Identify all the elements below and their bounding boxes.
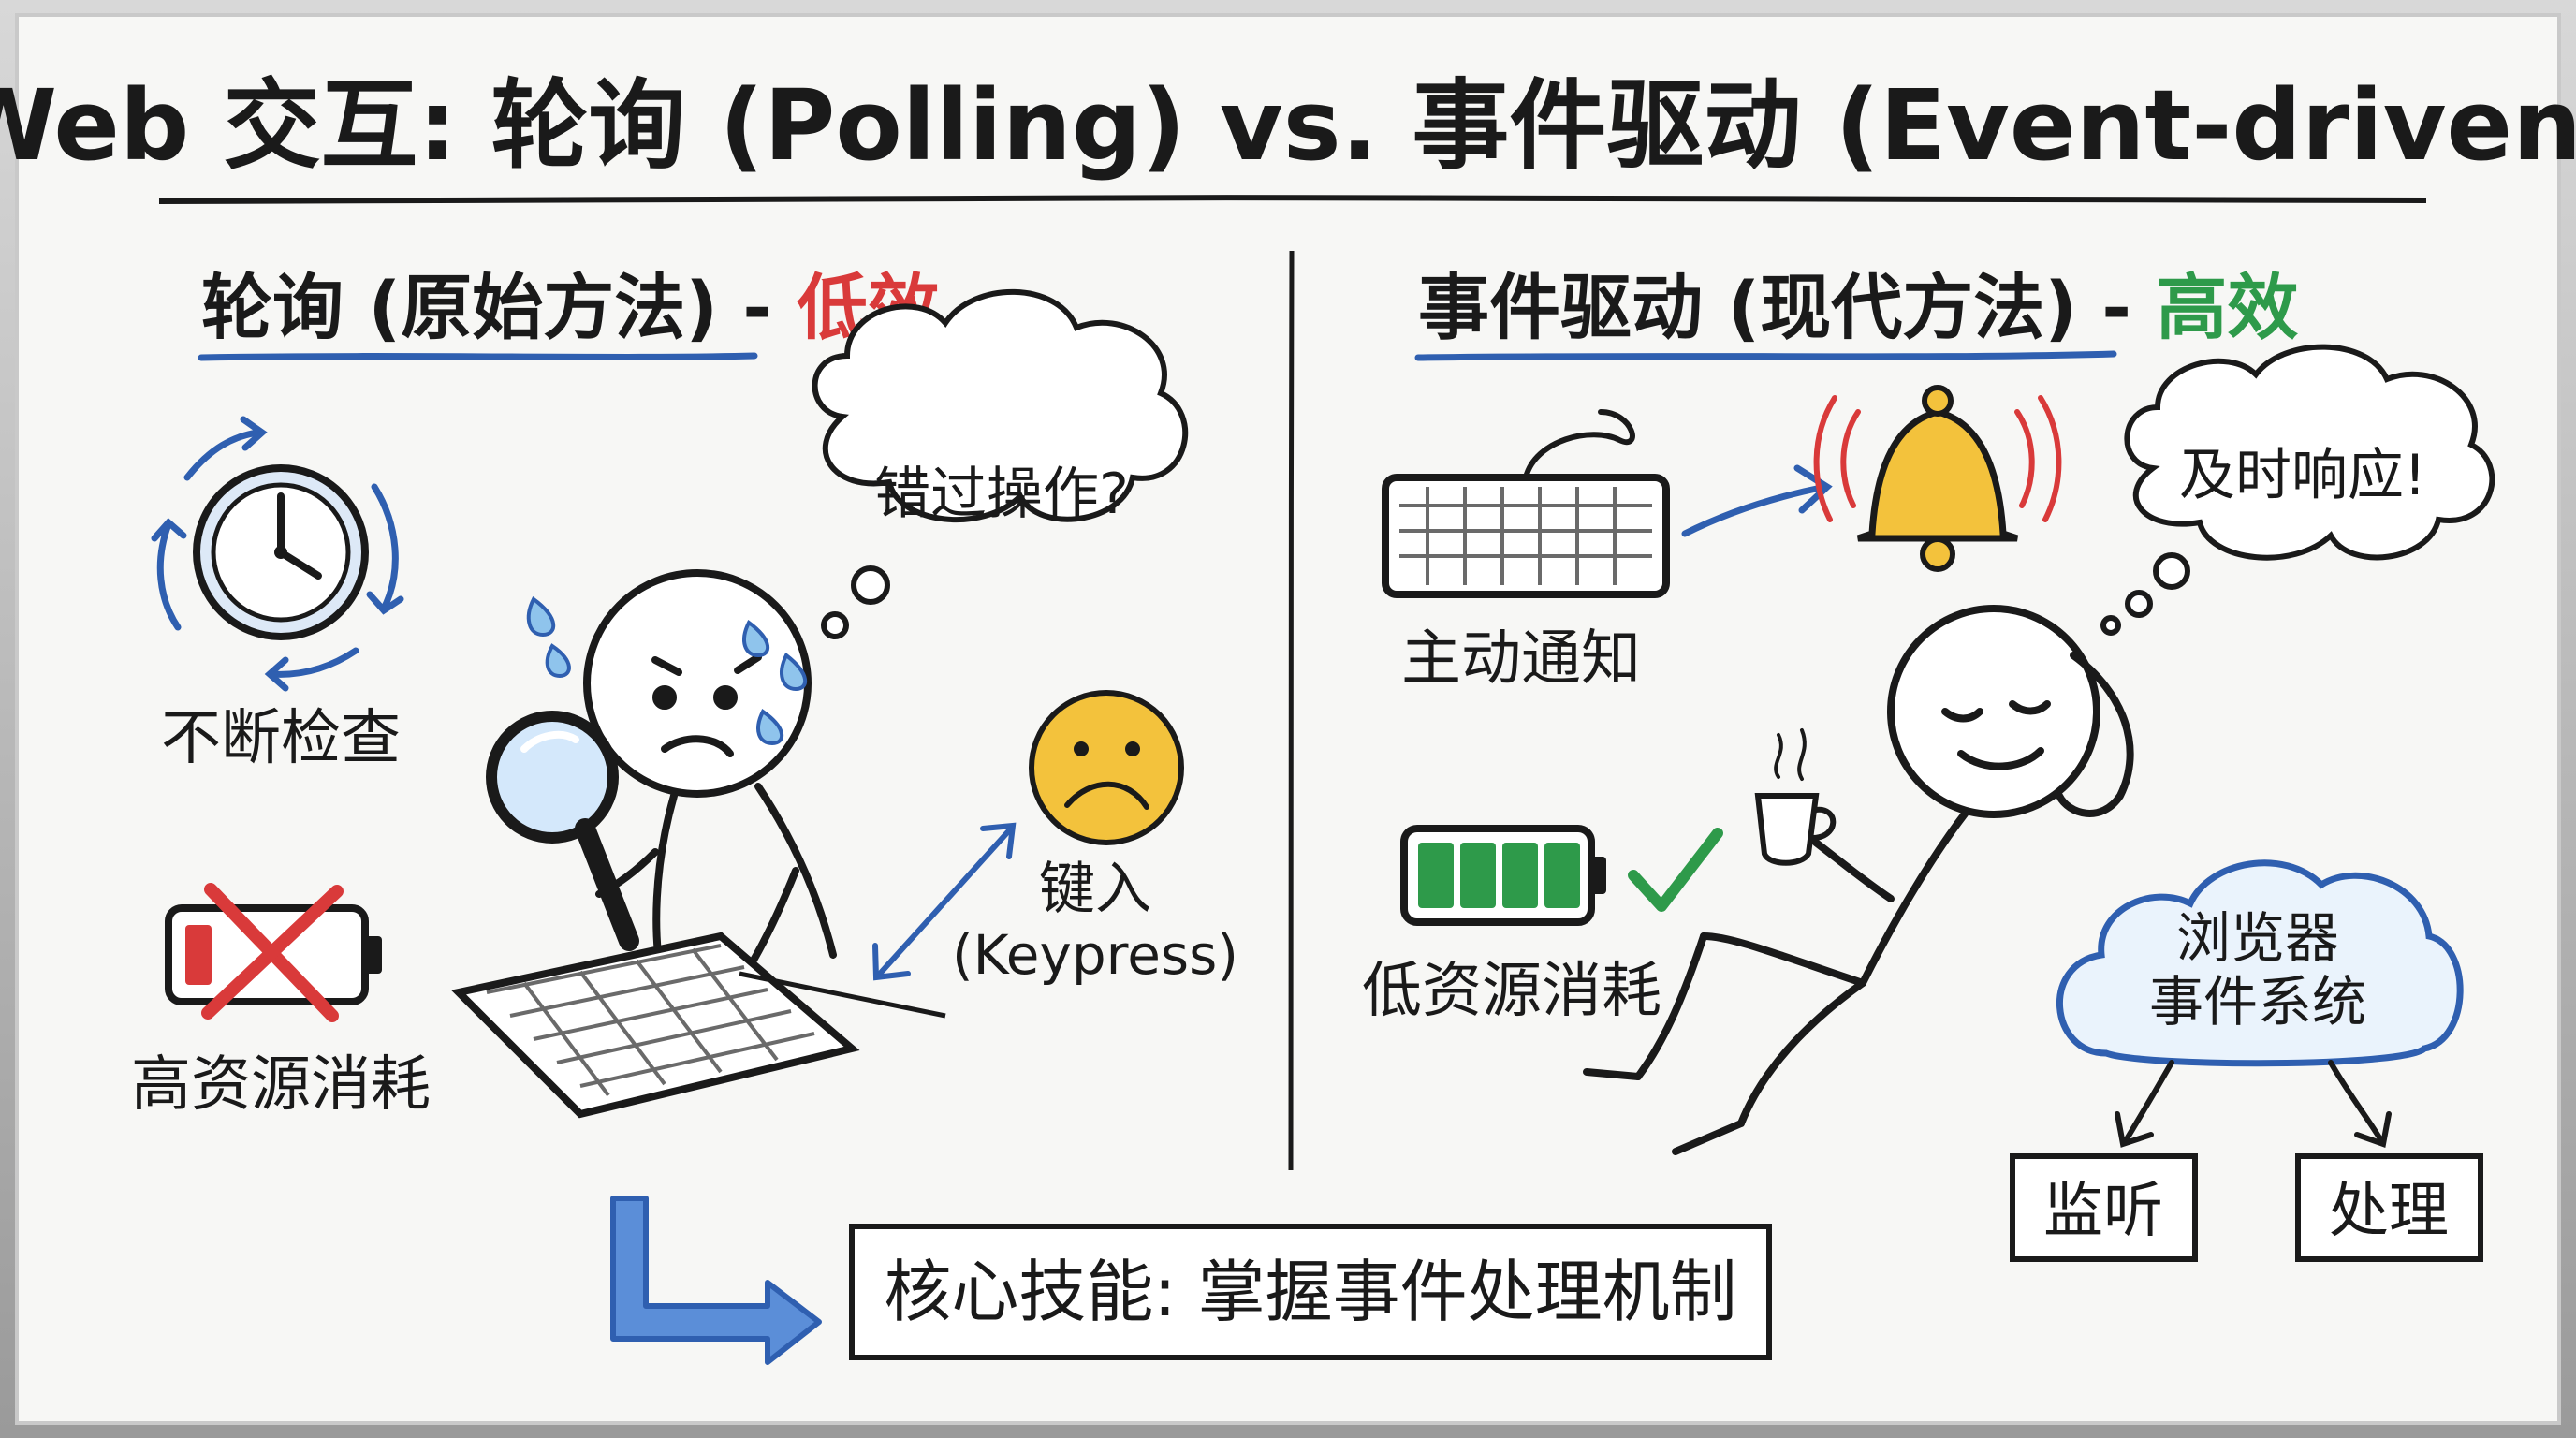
cloud-icon <box>2056 859 2464 1067</box>
right-thought-text: 及时响应! <box>2179 443 2426 508</box>
listen-box-label: 监听 <box>2043 1177 2163 1246</box>
clock-icon <box>193 464 369 640</box>
left-battery-label: 高资源消耗 <box>131 1050 431 1120</box>
branch-arrows-icon <box>2115 1060 2392 1149</box>
handle-box-label: 处理 <box>2329 1177 2449 1246</box>
summary-box <box>849 1224 1772 1360</box>
right-heading-underline <box>1414 350 2117 361</box>
title-underline <box>158 195 2427 204</box>
sad-face-icon <box>1029 690 1184 845</box>
vertical-divider <box>1288 250 1295 1171</box>
keypress-sub: (Keypress) <box>952 923 1238 987</box>
listen-box <box>2010 1153 2198 1262</box>
right-keyboard-icon <box>1382 409 1670 598</box>
magnifying-glass-icon <box>486 711 639 951</box>
right-battery-label: 低资源消耗 <box>1362 957 1661 1026</box>
bell-icon <box>1813 385 2062 572</box>
cycle-arrows-icon <box>151 416 404 692</box>
handle-box <box>2295 1153 2483 1262</box>
right-heading-main: 事件驱动 (现代方法) - <box>1418 266 2156 349</box>
left-heading-main: 轮询 (原始方法) - <box>201 266 797 349</box>
keyboard-label: 主动通知 <box>1401 624 1641 694</box>
battery-full-icon <box>1400 825 1606 926</box>
cloud-line1: 浏览器 <box>2176 906 2339 970</box>
double-arrow-icon <box>872 822 1017 981</box>
cross-icon <box>201 883 344 1022</box>
notify-arrow-icon <box>1681 464 1833 537</box>
clock-label: 不断检查 <box>161 704 401 773</box>
right-heading: 事件驱动 (现代方法) - 高效 <box>1418 266 2298 349</box>
right-thought-bubble <box>2100 344 2496 636</box>
sweat-drops-icon <box>526 596 807 746</box>
cloud-line2: 事件系统 <box>2149 970 2366 1034</box>
left-heading: 轮询 (原始方法) - 低效 <box>201 266 939 349</box>
check-icon <box>1628 828 1723 912</box>
turn-arrow-icon <box>610 1196 822 1365</box>
right-heading-tag: 高效 <box>2156 266 2298 349</box>
page-title: Web 交互: 轮询 (Polling) vs. 事件驱动 (Event-dri… <box>0 68 2576 183</box>
left-keyboard-icon <box>450 932 946 1119</box>
keypress-label: 键入 <box>1039 857 1151 922</box>
relaxed-person-icon <box>1583 605 2134 1155</box>
left-thought-bubble <box>812 288 1188 639</box>
summary-text: 核心技能: 掌握事件处理机制 <box>884 1253 1736 1331</box>
left-thought-text: 错过操作? <box>874 462 1129 527</box>
left-heading-underline <box>198 352 758 361</box>
coffee-cup-icon <box>1754 728 1837 866</box>
